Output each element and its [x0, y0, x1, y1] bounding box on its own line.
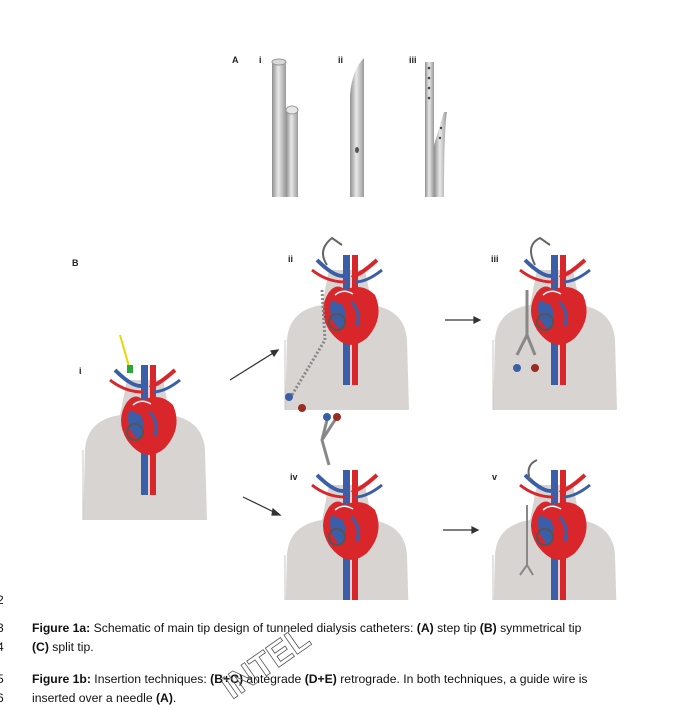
torso-ii	[284, 236, 410, 412]
panel-b-sub-ii: ii	[288, 254, 294, 264]
panel-a-label: A	[232, 55, 239, 65]
line-number-6: 6	[0, 691, 4, 705]
torso-i	[82, 334, 208, 521]
panel-b-label: B	[72, 258, 79, 268]
line-number-4: 4	[0, 640, 4, 654]
panel-a-catheter-tips	[271, 58, 447, 197]
caption-1a-line-2: (C) split tip.	[32, 640, 94, 654]
torso-v	[492, 459, 618, 600]
caption-1b-label: Figure 1b:	[32, 672, 91, 686]
caption-1a-label: Figure 1a:	[32, 621, 91, 635]
svg-text:INTEL: INTEL	[222, 630, 317, 707]
panel-a-sub-iii: iii	[409, 55, 417, 65]
caption-1b-line-2: inserted over a needle (A).	[32, 691, 177, 705]
caption-1b-line-1: Figure 1b: Insertion techniques: (B+C) a…	[32, 672, 588, 686]
arrows	[229, 316, 482, 534]
torso-iv	[284, 413, 410, 600]
caption-1a-line-1: Figure 1a: Schematic of main tip design …	[32, 621, 582, 635]
watermark: INTEL	[222, 630, 317, 707]
torso-iii	[492, 236, 618, 411]
line-number-3: 3	[0, 621, 4, 635]
line-number-5: 5	[0, 672, 4, 686]
panel-a-sub-i: i	[259, 55, 262, 65]
panel-a-sub-ii: ii	[338, 55, 344, 65]
panel-b-sub-iv: iv	[290, 472, 298, 482]
line-number-2: 2	[0, 593, 4, 607]
panel-b-sub-v: v	[492, 472, 498, 482]
panel-b-sub-iii: iii	[491, 254, 499, 264]
figure-illustration	[82, 58, 618, 600]
panel-b-sub-i: i	[79, 366, 82, 376]
